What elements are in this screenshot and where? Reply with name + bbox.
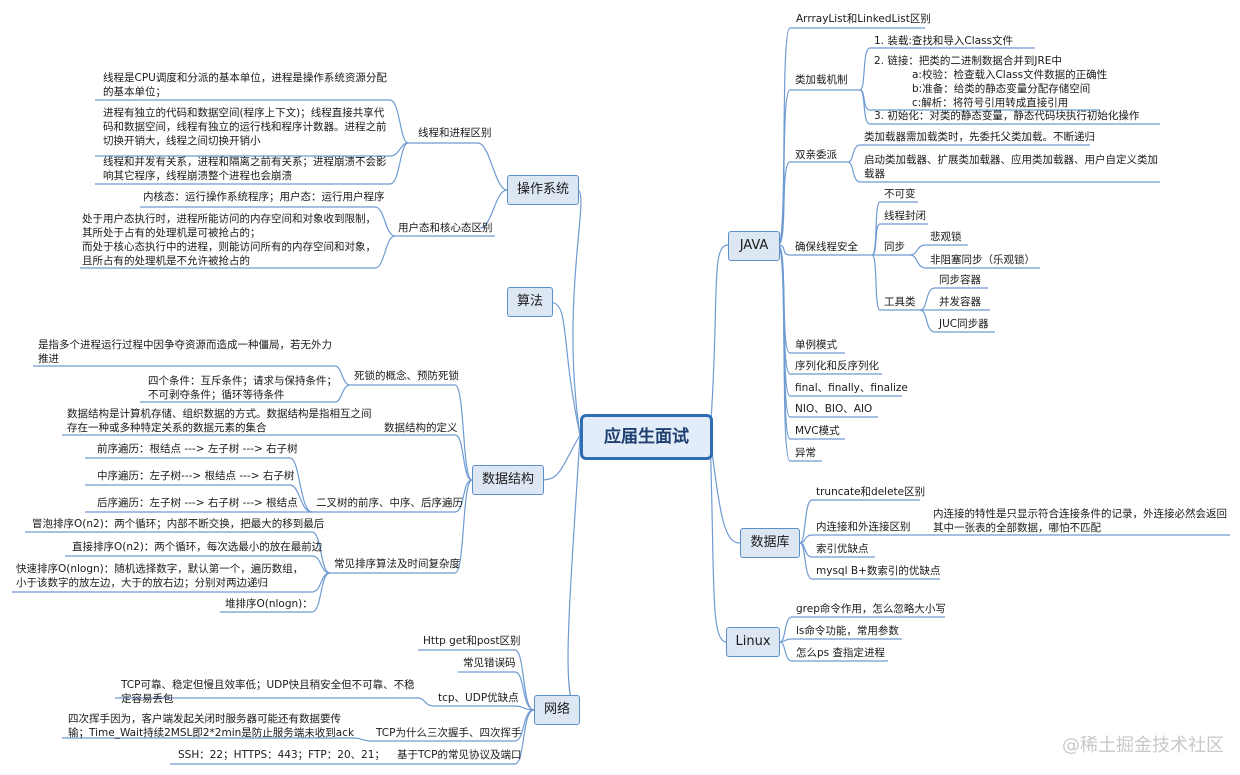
branch-os[interactable]: 操作系统 [507,175,579,205]
net-handshake-detail[interactable]: 四次挥手因为，客户端发起关闭时服务器可能还有数据要传输；Time_Wait持续2… [68,713,355,739]
java-safety-tools[interactable]: 工具类 [884,296,916,308]
ds-deadlock-item[interactable]: 是指多个进程运行过程中因争夺资源而造成一种僵局，若无外力推进 [38,339,332,365]
java-safety-sync[interactable]: 同步 [884,241,905,253]
ds-sort-item[interactable]: 冒泡排序O(n2)：两个循环；内部不断交换，把最大的移到最后 [32,518,325,530]
os-thread-process-title[interactable]: 线程和进程区别 [418,127,492,139]
java-list-diff[interactable]: ArrrayList和LinkedList区别 [796,13,931,25]
ds-sort-item[interactable]: 快速排序O(nlogn)：随机选择数字，默认第一个，遍历数组，小于该数字的放左边… [16,563,304,589]
os-thread-item[interactable]: 进程有独立的代码和数据空间(程序上下文)；线程直接共享代码和数据空间，线程有独立… [103,107,387,147]
branch-linux[interactable]: Linux [726,627,780,657]
db-item-truncate[interactable]: truncate和delete区别 [816,486,926,498]
branch-network[interactable]: 网络 [534,695,580,725]
ds-definition-title[interactable]: 数据结构的定义 [384,422,458,434]
net-item-http[interactable]: Http get和post区别 [423,635,521,647]
java-safety-pessimistic[interactable]: 悲观锁 [930,231,962,243]
java-classload-title[interactable]: 类加载机制 [795,74,848,86]
root-topic[interactable]: 应届生面试 [580,414,713,460]
net-item-handshake[interactable]: TCP为什么三次握手、四次挥手 [376,727,522,739]
net-item-ports[interactable]: 基于TCP的常见协议及端口 [397,749,522,761]
net-ports-detail[interactable]: SSH：22；HTTPS：443；FTP：20、21； [178,749,385,761]
java-topic-serialization[interactable]: 序列化和反序列化 [795,360,879,372]
ds-sort-item[interactable]: 直接排序O(n2)：两个循环，每次选最小的放在最前边 [72,541,323,553]
java-safety-tool[interactable]: JUC同步器 [939,318,989,330]
ds-deadlock-item[interactable]: 四个条件：互斥条件；请求与保持条件；不可剥夺条件；循环等待条件 [148,375,337,401]
ds-tree-traversal-item[interactable]: 后序遍历：左子树 ---> 右子树 ---> 根结点 [97,497,298,509]
os-thread-item[interactable]: 线程和并发有关系，进程和隔离之前有关系；进程崩溃不会影响其它程序，线程崩溃整个进… [103,156,387,182]
net-item-error-codes[interactable]: 常见错误码 [463,657,516,669]
ds-definition-item[interactable]: 数据结构是计算机存储、组织数据的方式。数据结构是指相互之间存在一种或多种特定关系… [67,408,372,434]
ds-tree-traversal-item[interactable]: 中序遍历：左子树---> 根结点 ---> 右子树 [97,470,295,482]
java-topic-final[interactable]: final、finally、finalize [795,382,908,394]
ds-sort-title[interactable]: 常见排序算法及时间复杂度 [334,558,460,570]
branch-algorithm[interactable]: 算法 [507,287,553,317]
java-parent-delegation-title[interactable]: 双亲委派 [795,149,837,161]
java-classload-step[interactable]: 2. 链接：把类的二进制数据合并到JRE中 [874,55,1062,67]
java-parent-delegation-item[interactable]: 启动类加载器、扩展类加载器、应用类加载器、用户自定义类加载器 [864,154,1158,180]
ds-deadlock-title[interactable]: 死锁的概念、预防死锁 [354,370,459,382]
net-item-tcp-udp[interactable]: tcp、UDP优缺点 [438,692,519,704]
java-classload-step[interactable]: 3. 初始化：对类的静态变量，静态代码块执行初始化操作 [874,110,1140,122]
java-thread-safety-title[interactable]: 确保线程安全 [795,241,858,253]
db-join-detail[interactable]: 内连接的特性是只显示符合连接条件的记录，外连接必然会返回其中一张表的全部数据，哪… [933,508,1227,534]
branch-java[interactable]: JAVA [728,231,780,261]
os-mode-item[interactable]: 处于用户态执行时，进程所能访问的内存空间和对象收到限制，其所处于占有的处理机是可… [82,213,376,267]
os-mode-item[interactable]: 内核态：运行操作系统程序；用户态：运行用户程序 [143,191,385,203]
ds-tree-traversal-item[interactable]: 前序遍历：根结点 ---> 左子树 ---> 右子树 [97,443,298,455]
branch-database[interactable]: 数据库 [740,528,800,558]
db-item-bplus[interactable]: mysql B+数索引的优缺点 [816,565,941,577]
ds-sort-item[interactable]: 堆排序O(nlogn)： [225,598,313,610]
ds-tree-traversal-title[interactable]: 二叉树的前序、中序、后序遍历 [316,497,463,509]
java-safety-nonblocking[interactable]: 非阻塞同步（乐观锁） [930,254,1035,266]
net-tcp-udp-detail[interactable]: TCP可靠、稳定但慢且效率低；UDP快且稍安全但不可靠、不稳定容易丢包 [121,679,415,705]
java-classload-substep[interactable]: c:解析：将符号引用转成直接引用 [912,97,1069,109]
java-topic-io[interactable]: NIO、BIO、AIO [795,403,873,415]
java-topic-mvc[interactable]: MVC模式 [795,425,840,437]
db-item-join[interactable]: 内连接和外连接区别 [816,521,911,533]
java-topic-exception[interactable]: 异常 [795,447,816,459]
linux-item-ls[interactable]: ls命令功能，常用参数 [796,625,899,637]
java-safety-confinement[interactable]: 线程封闭 [884,210,926,222]
java-parent-delegation-item[interactable]: 类加载器需加载类时，先委托父类加载。不断递归 [864,131,1095,143]
java-classload-substep[interactable]: a:校验：检查载入Class文件数据的正确性 [912,69,1108,81]
java-safety-immutable[interactable]: 不可变 [884,188,916,200]
branch-data-structure[interactable]: 数据结构 [472,465,544,495]
watermark: @稀土掘金技术社区 [1062,735,1224,756]
linux-item-ps[interactable]: 怎么ps 查指定进程 [796,647,885,659]
db-item-index[interactable]: 索引优缺点 [816,543,869,555]
java-safety-tool[interactable]: 同步容器 [939,274,981,286]
os-thread-item[interactable]: 线程是CPU调度和分派的基本单位，进程是操作系统资源分配的基本单位； [103,72,387,98]
linux-item-grep[interactable]: grep命令作用，怎么忽略大小写 [796,603,946,615]
os-user-kernel-title[interactable]: 用户态和核心态区别 [398,222,493,234]
java-classload-step[interactable]: 1. 装载:查找和导入Class文件 [874,35,1014,47]
java-classload-substep[interactable]: b:准备：给类的静态变量分配存储空间 [912,83,1091,95]
java-topic-singleton[interactable]: 单例模式 [795,339,837,351]
java-safety-tool[interactable]: 并发容器 [939,296,981,308]
